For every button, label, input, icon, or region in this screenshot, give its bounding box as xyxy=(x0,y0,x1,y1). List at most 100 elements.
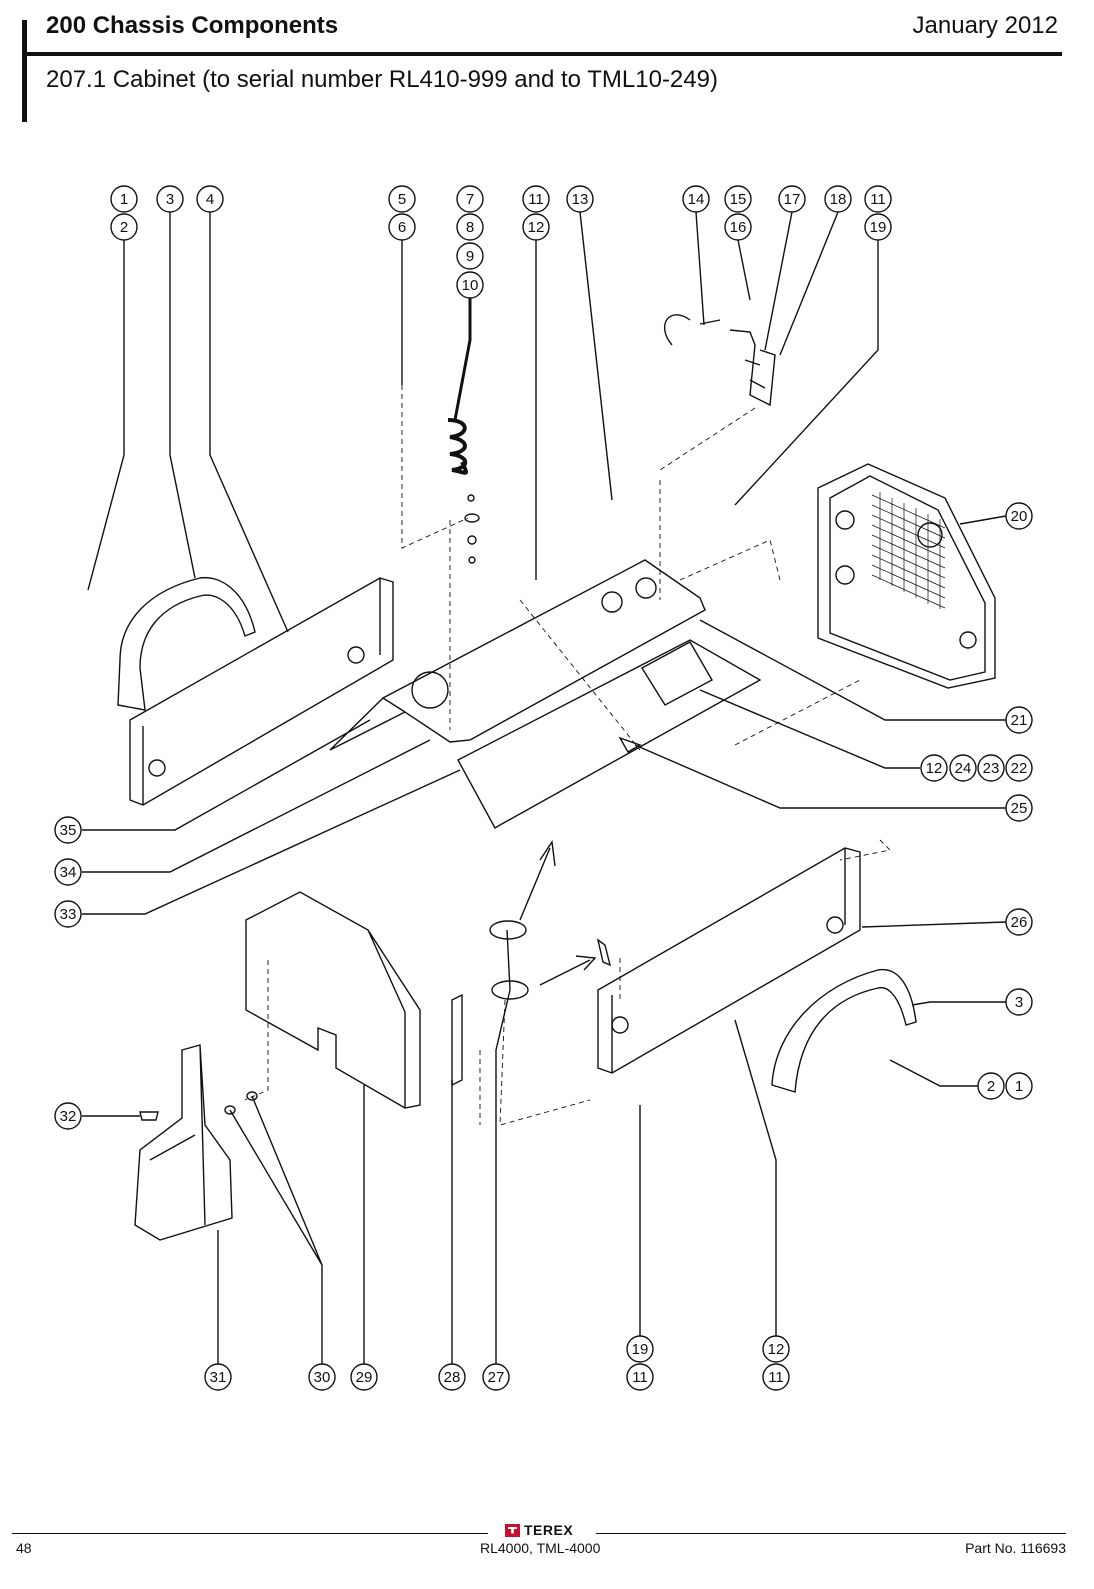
callout-circle xyxy=(1005,908,1033,936)
callout-label: 16 xyxy=(730,219,747,236)
callout-circle xyxy=(388,213,416,241)
callout-label: 10 xyxy=(462,277,479,294)
bolt-32 xyxy=(139,1111,159,1121)
callout-label: 3 xyxy=(1015,994,1023,1011)
chapter-title: 200 Chassis Components xyxy=(46,12,339,39)
callout-circle xyxy=(778,185,806,213)
part-drawings xyxy=(82,211,1007,1366)
callout-label: 29 xyxy=(356,1369,373,1386)
callout-label: 4 xyxy=(206,191,214,208)
callout-12: 12 xyxy=(522,213,550,241)
callout-circle xyxy=(54,900,82,928)
leader-27 xyxy=(495,989,511,1366)
callout-24: 24 xyxy=(949,754,977,782)
callout-circle xyxy=(977,754,1005,782)
callout-11: 11 xyxy=(864,185,892,213)
callout-circle xyxy=(864,213,892,241)
callout-circle xyxy=(456,213,484,241)
callout-label: 19 xyxy=(632,1341,649,1358)
callout-circle xyxy=(456,271,484,299)
filler-strip xyxy=(451,993,463,1087)
callout-label: 34 xyxy=(60,864,77,881)
callout-17: 17 xyxy=(778,185,806,213)
callout-28: 28 xyxy=(438,1363,466,1391)
callout-label: 27 xyxy=(488,1369,505,1386)
left-panel-hole-a xyxy=(347,646,365,664)
leader-33 xyxy=(82,769,461,915)
callout-label: 18 xyxy=(830,191,847,208)
callout-31: 31 xyxy=(204,1363,232,1391)
leader-13 xyxy=(579,211,613,501)
leader-1-2 xyxy=(87,240,125,591)
callout-label: 15 xyxy=(730,191,747,208)
section-title: 207.1 Cabinet (to serial number RL410-99… xyxy=(46,66,718,93)
leader-15-16 xyxy=(737,239,751,301)
callout-label: 3 xyxy=(166,191,174,208)
callout-35: 35 xyxy=(54,816,82,844)
callout-label: 2 xyxy=(120,219,128,236)
washer-30b xyxy=(246,1091,258,1101)
top-panel-hole-a xyxy=(411,671,449,709)
callout-label: 11 xyxy=(768,1369,784,1386)
callout-label: 12 xyxy=(528,219,545,236)
callout-circle xyxy=(824,185,852,213)
callout-23: 23 xyxy=(977,754,1005,782)
callout-circle xyxy=(1005,1072,1033,1100)
left-cabinet xyxy=(245,891,421,1109)
nut-9 xyxy=(467,535,477,545)
callout-circle xyxy=(54,858,82,886)
callout-2: 2 xyxy=(110,213,138,241)
page-number: 48 xyxy=(16,1540,32,1556)
callout-1: 1 xyxy=(1005,1072,1033,1100)
callout-circle xyxy=(1005,706,1033,734)
callout-label: 20 xyxy=(1011,508,1028,525)
frame-hole-d xyxy=(917,522,943,548)
callout-circle xyxy=(977,1072,1005,1100)
callout-label: 7 xyxy=(466,191,474,208)
callout-27: 27 xyxy=(482,1363,510,1391)
callout-circle xyxy=(110,185,138,213)
callout-label: 1 xyxy=(1015,1078,1023,1095)
callout-12: 12 xyxy=(762,1335,790,1363)
callout-circle xyxy=(350,1363,378,1391)
frame-hole-a xyxy=(835,510,855,530)
callout-15: 15 xyxy=(724,185,752,213)
callout-circle xyxy=(522,213,550,241)
leader-3 xyxy=(169,212,196,579)
callout-20: 20 xyxy=(1005,502,1033,530)
header-side-bar xyxy=(22,20,27,122)
callout-11: 11 xyxy=(522,185,550,213)
callout-circle xyxy=(1005,988,1033,1016)
callout-circle xyxy=(388,185,416,213)
header-rule xyxy=(22,52,1062,56)
callout-label: 21 xyxy=(1011,712,1028,729)
leader-25 xyxy=(634,744,1006,809)
bracket-assembly xyxy=(663,314,776,407)
callout-21: 21 xyxy=(1005,706,1033,734)
footer-rule-right xyxy=(596,1533,1066,1534)
callout-label: 12 xyxy=(926,760,943,777)
callout-7: 7 xyxy=(456,185,484,213)
callout-label: 33 xyxy=(60,906,77,923)
callout-13: 13 xyxy=(566,185,594,213)
callout-circle xyxy=(724,213,752,241)
callout-label: 22 xyxy=(1011,760,1028,777)
leader-4 xyxy=(209,212,289,633)
terex-logo-icon xyxy=(505,1523,520,1537)
callout-label: 2 xyxy=(987,1078,995,1095)
callout-label: 8 xyxy=(466,219,474,236)
callout-11: 11 xyxy=(762,1363,790,1391)
leader-34 xyxy=(82,739,431,873)
callout-14: 14 xyxy=(682,185,710,213)
callout-25: 25 xyxy=(1005,794,1033,822)
callout-circle xyxy=(456,242,484,270)
leader-14 xyxy=(695,211,705,326)
callout-circle xyxy=(1005,754,1033,782)
left-panel-hole-b xyxy=(148,759,166,777)
terex-logo: TEREX xyxy=(505,1522,573,1538)
callout-label: 13 xyxy=(572,191,589,208)
right-fender xyxy=(771,968,917,1093)
washer-30a xyxy=(224,1105,236,1115)
